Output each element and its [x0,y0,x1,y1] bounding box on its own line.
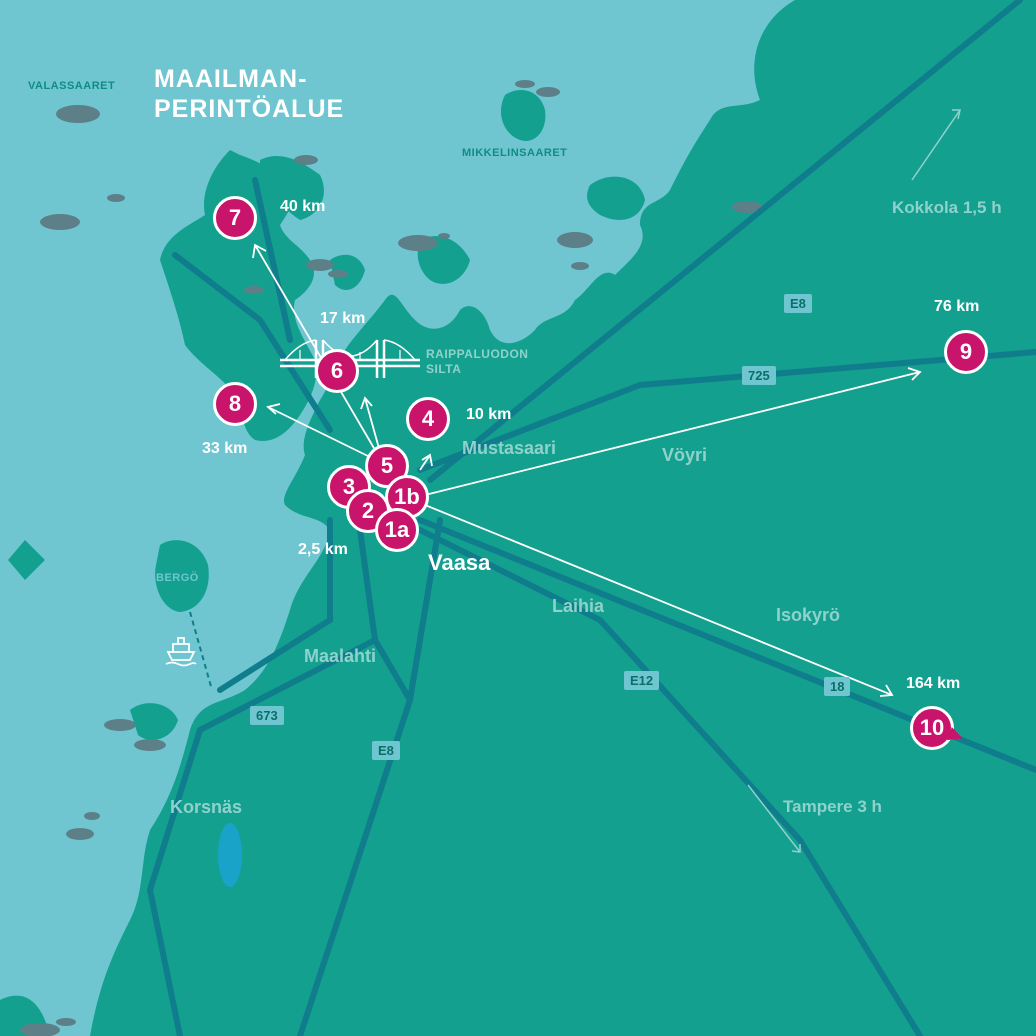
road-badge-e12: E12 [624,671,660,690]
road-badge-673: 673 [250,706,284,725]
place-label-laihia[interactable]: Laihia [552,596,605,616]
place-label-maalahti[interactable]: Maalahti [304,646,377,666]
marker-1a[interactable]: 1a [375,508,419,552]
place-label-korsnas[interactable]: Korsnäs [170,797,243,817]
ferry-icon [165,637,197,667]
road-badge-e8-north: E8 [784,294,812,313]
roads [146,0,1036,1036]
marker-10[interactable]: 10 [910,706,954,750]
island-label-bergo: BERGÖ [156,572,199,584]
marker-9[interactable]: 9 [944,330,988,374]
marker-2[interactable]: 2 [346,489,390,533]
place-label-isokyro[interactable]: Isokyrö [776,605,841,625]
road-badge-725: 725 [742,366,776,385]
title-line-1: MAAILMAN- [154,65,308,93]
western-islands [160,150,317,441]
mikkelinsaaret-island [500,90,546,141]
direction-label-tampere: Tampere 3 h [783,797,882,816]
title-line-2: PERINTÖALUE [154,95,345,123]
distance-label-10: 164 km [906,675,961,692]
marker-4[interactable]: 4 [406,397,450,441]
marker-6[interactable]: 6 [315,349,359,393]
bergo-island [155,540,209,612]
island-label-mikkelinsaaret: MIKKELINSAARET [462,147,568,159]
distance-label-9: 76 km [934,298,980,315]
island-label-valassaaret: VALASSAARET [28,80,116,92]
distance-arrows [252,243,922,697]
rocks [20,80,762,1036]
distance-label-7: 40 km [280,198,326,215]
direction-label-kokkola: Kokkola 1,5 h [892,198,1002,217]
marker-7[interactable]: 7 [213,196,257,240]
place-label-mustasaari[interactable]: Mustasaari [462,438,557,458]
road-badge-18: 18 [824,677,851,696]
marker-8[interactable]: 8 [213,382,257,426]
distance-label-2: 2,5 km [298,541,348,558]
distance-label-4: 10 km [466,406,512,423]
distance-label-8: 33 km [202,440,248,457]
map-title: MAAILMAN- PERINTÖALUE [154,64,344,124]
lake [218,823,242,887]
place-label-voyri[interactable]: Vöyri [662,445,708,465]
mainland [90,0,1036,1036]
road-badge-e8-south: E8 [372,741,400,760]
place-label-vaasa[interactable]: Vaasa [428,550,491,575]
bridge-label: RAIPPALUODON SILTA [426,347,529,376]
distance-label-6: 17 km [320,310,366,327]
